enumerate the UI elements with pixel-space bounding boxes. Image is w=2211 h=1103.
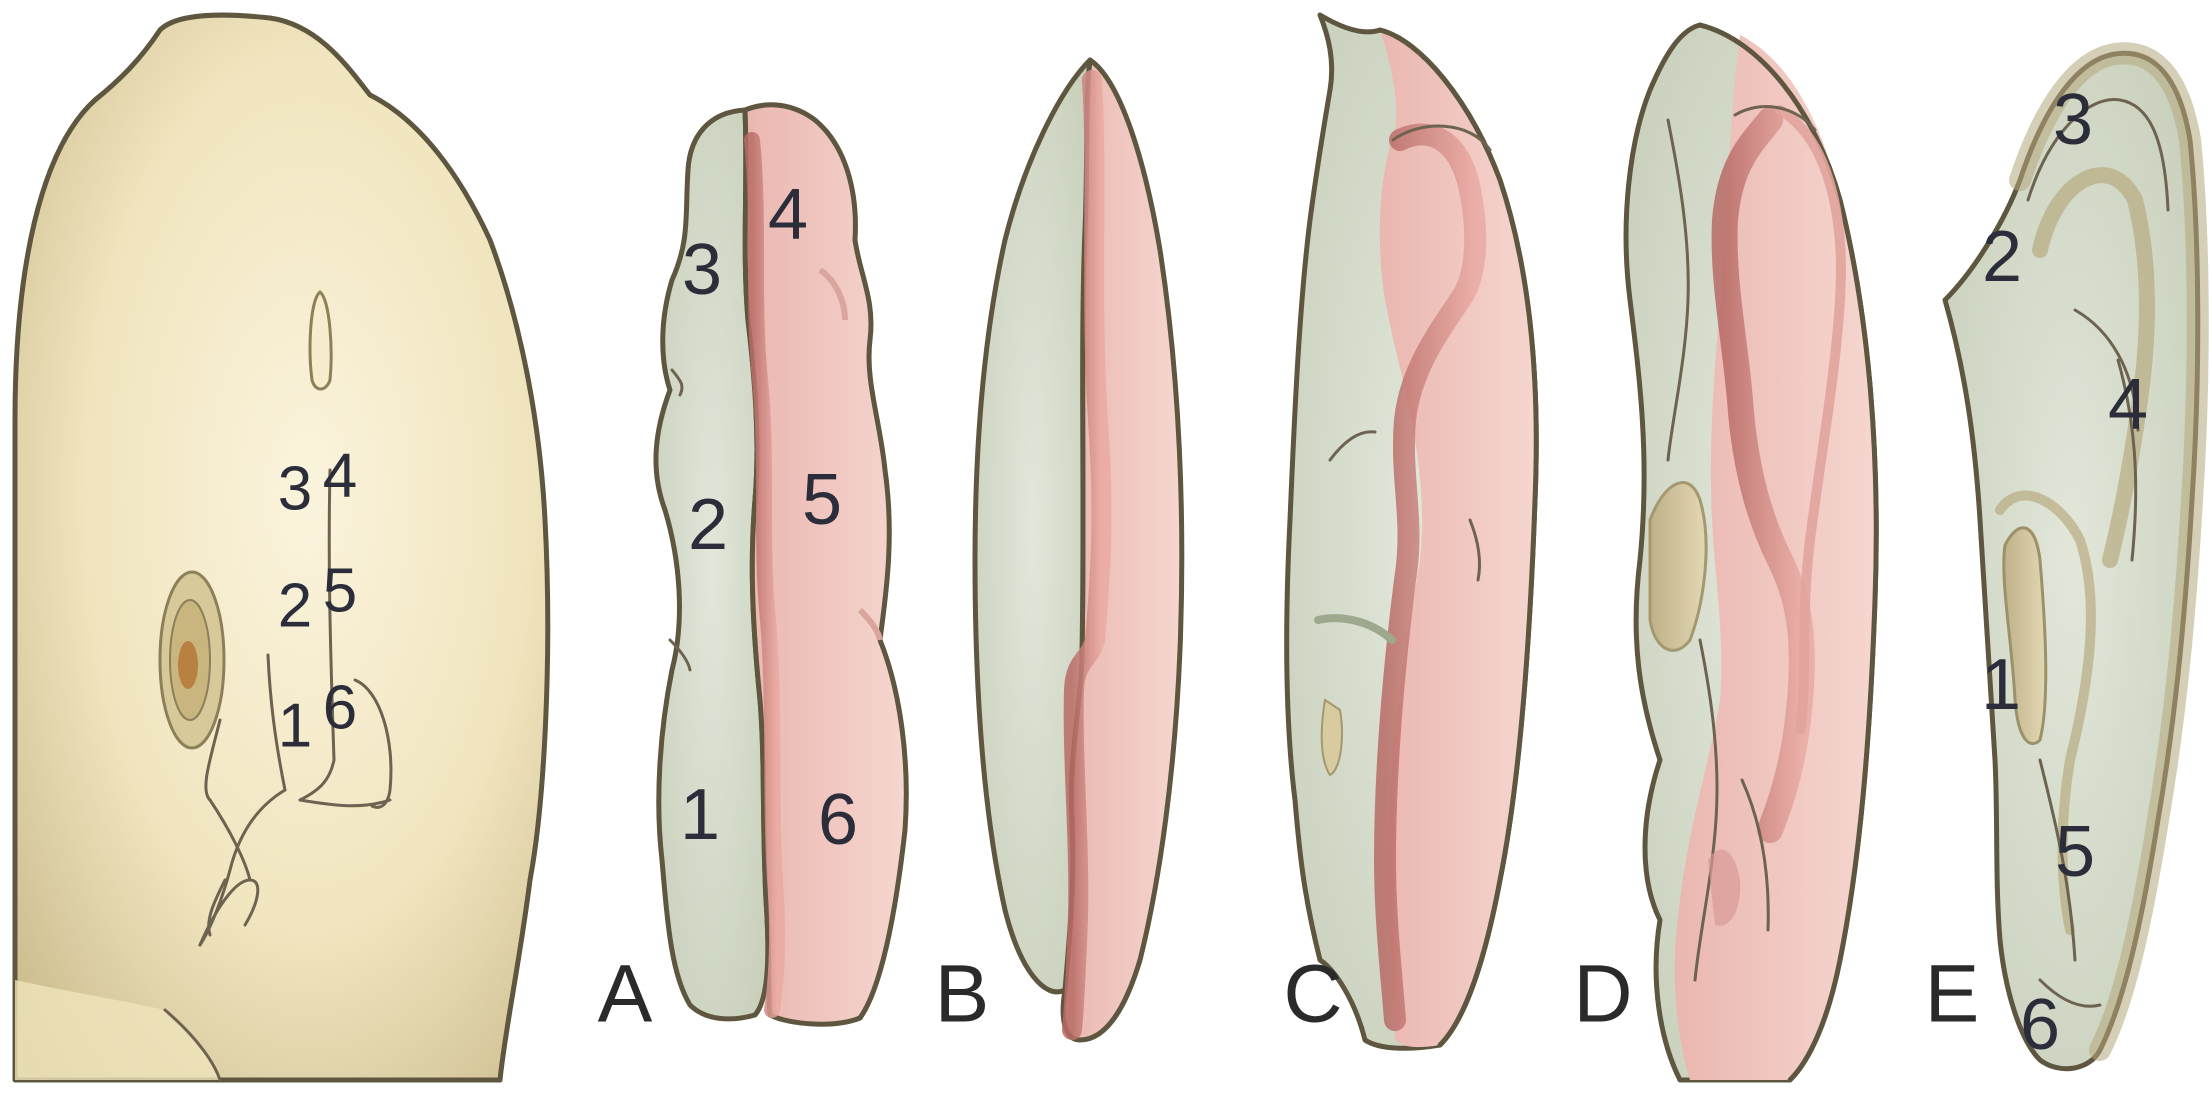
stage-a-hillock-5: 5 (802, 460, 842, 540)
stage-e-hillock-1: 1 (1981, 645, 2021, 725)
stage-a: 3 2 1 4 5 6 A (598, 102, 909, 1040)
stage-d-outline-right (1697, 22, 1879, 1083)
maxillary-line (204, 718, 222, 802)
stage-c-label: C (1283, 949, 1342, 1040)
arch-lower-line (298, 798, 392, 808)
stage-a-hillock-3: 3 (682, 230, 722, 310)
stage-a-hillock-2: 2 (688, 485, 728, 565)
stage-d-label: D (1573, 949, 1632, 1040)
stage-e: 3 2 4 1 5 6 E (1925, 42, 2209, 1072)
stage-e-antitragus-line (2038, 758, 2077, 962)
stage-e-hillock-6: 6 (2020, 985, 2060, 1065)
stage-a-hillock-1: 1 (680, 775, 720, 855)
stage-d-anterior-line (1666, 118, 1690, 462)
stage-e-helix-shade (2009, 42, 2209, 1061)
arch-junction (298, 758, 336, 802)
eye (158, 570, 226, 750)
stage-e-lobule-line (2038, 978, 2102, 1008)
stage-c-hyoid-area (1379, 30, 1537, 1048)
embryo-hillock-3: 3 (278, 454, 312, 523)
stage-d-lower-line (1693, 638, 1719, 982)
cheek-line (208, 798, 252, 882)
stage-e-hillock-3: 3 (2053, 80, 2093, 160)
stage-a-fold-2 (857, 607, 883, 641)
stage-d-antitragus-line (1740, 778, 1770, 932)
embryo-hillock-2: 2 (278, 571, 312, 640)
stage-e-crus (2073, 308, 2140, 432)
stage-a-hillock-6: 6 (818, 780, 858, 860)
stage-c: C (1283, 12, 1539, 1051)
embryo-hillock-4: 4 (323, 441, 357, 510)
stage-a-label: A (598, 949, 653, 1040)
stage-c-lower-fold (1314, 614, 1396, 644)
otic-pit (308, 290, 333, 391)
neck-line (163, 1008, 222, 1082)
stage-e-antihelix (2032, 167, 2155, 568)
mandibular-arch-line (266, 653, 287, 792)
stage-e-hillock-5: 5 (2055, 812, 2095, 892)
embryo-head-outline (12, 12, 551, 1083)
neck-fold (15, 980, 220, 1080)
stage-e-hillock-2: 2 (1982, 217, 2022, 297)
embryo-head: 3 4 2 5 1 6 (12, 12, 551, 1083)
embryo-hillock-5: 5 (323, 556, 357, 625)
stage-a-notch-2 (668, 638, 692, 672)
stage-c-crease (1468, 518, 1482, 582)
stage-a-hyoid-half (742, 102, 909, 1027)
stage-a-notch-1 (670, 368, 684, 397)
stage-a-groove (744, 132, 786, 1018)
stage-c-helix-rim (1391, 124, 1492, 152)
embryo-hillock-1: 1 (278, 691, 312, 760)
stage-b-groove (1062, 70, 1112, 1040)
stage-d: D (1573, 22, 1879, 1083)
stage-d-tragus (1648, 481, 1708, 652)
stage-d-helix-rim (1733, 105, 1817, 132)
hyoid-arch-line (353, 678, 393, 809)
stage-d-lobule-shade (1708, 849, 1741, 926)
embryo-hillock-6: 6 (323, 673, 357, 742)
stage-e-tragus (2002, 526, 2048, 746)
stage-e-label: E (1925, 949, 1980, 1040)
stage-a-hillock-4: 4 (768, 175, 808, 255)
stage-d-helix-fold (1775, 105, 1846, 735)
stage-c-helix-groove (1373, 123, 1487, 1031)
stage-e-scapha-line (2116, 358, 2138, 562)
stage-a-fold-1 (818, 267, 848, 321)
stage-b-label: B (935, 949, 990, 1040)
stage-c-tragus-line (1328, 430, 1377, 462)
stage-e-concha-rim (1995, 490, 2096, 935)
stage-e-helix-inner (2026, 98, 2170, 212)
jaw-line (207, 878, 227, 937)
stage-b: B (935, 57, 1185, 1043)
stage-e-hillock-4: 4 (2108, 365, 2148, 445)
stage-c-outline-pink (1377, 27, 1539, 1048)
mouth-region (198, 878, 260, 947)
pharyngeal-cleft-line (327, 468, 336, 762)
stage-c-lobule-mark (1320, 698, 1343, 777)
